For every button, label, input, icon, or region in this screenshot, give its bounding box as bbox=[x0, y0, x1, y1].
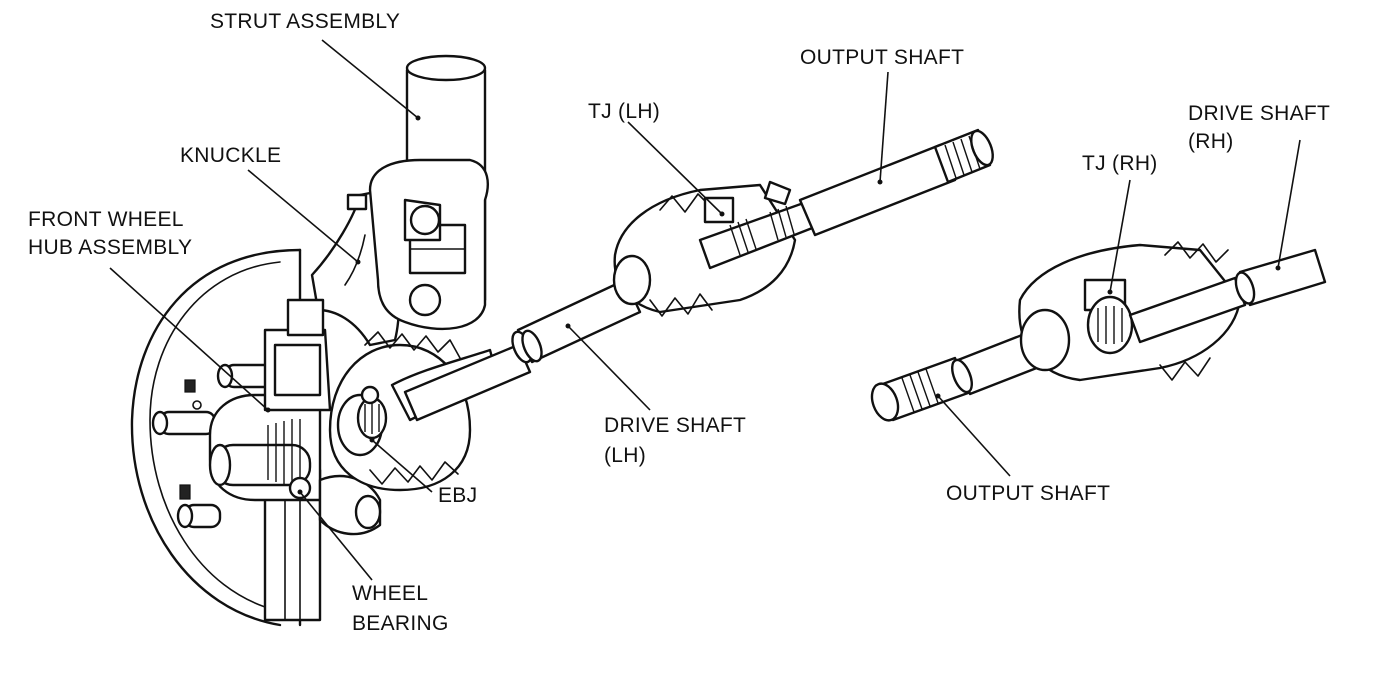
label-wheel-bearing-line1: WHEEL bbox=[352, 582, 428, 605]
label-wheel-bearing-line2: BEARING bbox=[352, 612, 449, 635]
leader-output-bottom-dot bbox=[935, 393, 941, 399]
label-ebj: EBJ bbox=[438, 484, 477, 507]
label-drive-shaft-lh-line1: DRIVE SHAFT bbox=[604, 414, 746, 437]
leader-tj-lh-dot bbox=[719, 211, 725, 217]
leader-hub bbox=[109, 267, 269, 411]
output-shaft-bottom-splines bbox=[901, 368, 939, 413]
label-knuckle: KNUCKLE bbox=[180, 144, 281, 167]
label-tj-lh: TJ (LH) bbox=[588, 100, 660, 123]
leader-lines bbox=[109, 39, 1301, 581]
label-output-shaft-bottom: OUTPUT SHAFT bbox=[946, 482, 1110, 505]
tj-rh-splines bbox=[1097, 306, 1123, 344]
leader-wheel-bearing bbox=[299, 491, 373, 581]
hub-splines bbox=[267, 419, 301, 486]
tj-lh-splines bbox=[729, 205, 795, 256]
output-shaft-top-splines bbox=[944, 135, 981, 179]
leader-strut bbox=[321, 39, 419, 119]
ebj-splines bbox=[364, 402, 380, 434]
tj-rh-joint bbox=[1018, 241, 1247, 382]
drive-shaft-lh bbox=[403, 278, 642, 422]
label-strut-assembly: STRUT ASSEMBLY bbox=[210, 10, 400, 33]
tj-lh-joint bbox=[612, 180, 822, 317]
leader-drive-rh-dot bbox=[1275, 265, 1281, 271]
leader-ebj bbox=[371, 439, 433, 493]
leader-output-top bbox=[879, 71, 889, 183]
leader-wheel-bearing-dot bbox=[297, 489, 303, 495]
labels: STRUT ASSEMBLY KNUCKLE FRONT WHEEL HUB A… bbox=[28, 10, 1330, 635]
leader-tj-lh bbox=[627, 121, 723, 215]
output-shaft-top bbox=[798, 128, 994, 237]
label-front-wheel-hub-line1: FRONT WHEEL bbox=[28, 208, 184, 231]
output-shaft-bottom bbox=[870, 356, 970, 422]
label-drive-shaft-rh-line2: (RH) bbox=[1188, 130, 1234, 153]
front-wheel-hub-assembly bbox=[208, 328, 332, 502]
leader-output-bottom bbox=[937, 395, 1011, 477]
label-drive-shaft-rh-line1: DRIVE SHAFT bbox=[1188, 102, 1330, 125]
leader-knuckle bbox=[247, 169, 359, 263]
leader-ebj-dot bbox=[369, 437, 375, 443]
leader-knuckle-dot bbox=[355, 259, 361, 265]
label-front-wheel-hub-line2: HUB ASSEMBLY bbox=[28, 236, 192, 259]
leader-tj-rh-dot bbox=[1107, 289, 1113, 295]
strut-assembly bbox=[346, 54, 489, 331]
leader-hub-dot bbox=[265, 407, 271, 413]
label-drive-shaft-lh-line2: (LH) bbox=[604, 444, 646, 467]
leader-strut-dot bbox=[415, 115, 421, 121]
leader-drive-lh bbox=[567, 325, 651, 411]
label-output-shaft-top: OUTPUT SHAFT bbox=[800, 46, 964, 69]
drive-shaft-rh bbox=[1234, 248, 1327, 307]
leader-output-top-dot bbox=[877, 179, 883, 185]
leader-tj-rh bbox=[1109, 179, 1131, 293]
leader-drive-rh bbox=[1277, 139, 1301, 269]
leader-drive-lh-dot bbox=[565, 323, 571, 329]
label-tj-rh: TJ (RH) bbox=[1082, 152, 1158, 175]
